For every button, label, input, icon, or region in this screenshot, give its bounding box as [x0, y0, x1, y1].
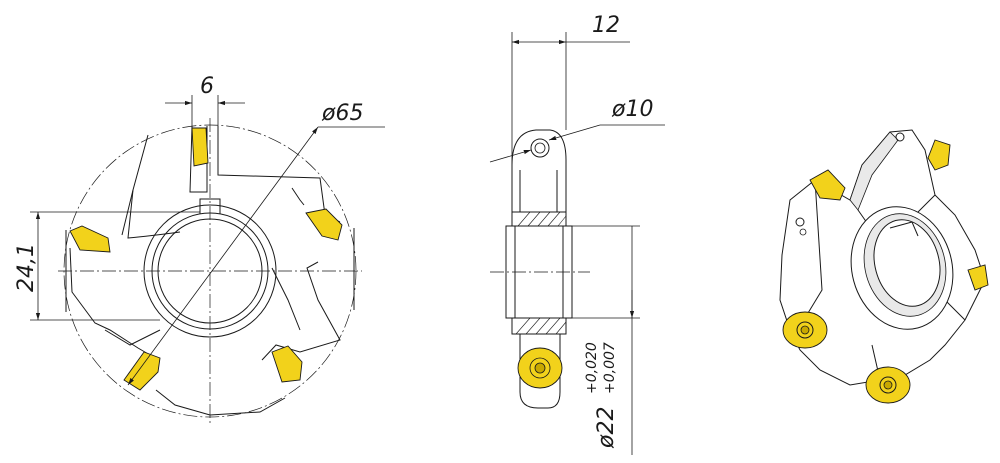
- dim-bore-tol-upper: +0,020: [584, 342, 600, 394]
- bottom-flange-hatch: [515, 317, 567, 335]
- insert-bottom-left: [123, 351, 161, 391]
- pin-housing: [511, 129, 567, 212]
- pin-hole: [530, 138, 550, 158]
- dim-bore-tol-lower: +0,007: [602, 342, 618, 394]
- insert-left: [69, 225, 111, 253]
- bottom-pocket: [519, 334, 561, 409]
- front-view: 6 ø65 24,1: [14, 74, 385, 425]
- iso-insert-right: [967, 264, 989, 291]
- iso-insert-top-right: [927, 139, 951, 171]
- iso-pin-hole-top: [895, 132, 905, 142]
- insert-top: [191, 127, 209, 167]
- top-flange-hatch: [517, 211, 567, 227]
- bottom-flange: [511, 317, 567, 335]
- isometric-view: [779, 129, 989, 404]
- dim-slot-width: 6: [200, 74, 214, 99]
- dim-outer-diameter: ø65: [321, 101, 363, 126]
- iso-bore: [873, 219, 941, 307]
- iso-insert-left: [809, 169, 846, 201]
- side-view: 12 ø10 ø22 +0,020 +0,007: [489, 13, 665, 455]
- insert-right: [305, 208, 343, 241]
- dim-thickness: 12: [592, 13, 620, 38]
- iso-pin-hole-left: [795, 217, 805, 227]
- dim-pin-diameter: ø10: [611, 97, 653, 122]
- iso-pin-hole-left2: [799, 228, 807, 236]
- dim-bore-diameter: ø22: [594, 407, 619, 449]
- pin-hole-inner: [534, 142, 546, 154]
- dim-keyway-height: 24,1: [14, 243, 39, 292]
- iso-front-edges: [804, 179, 966, 381]
